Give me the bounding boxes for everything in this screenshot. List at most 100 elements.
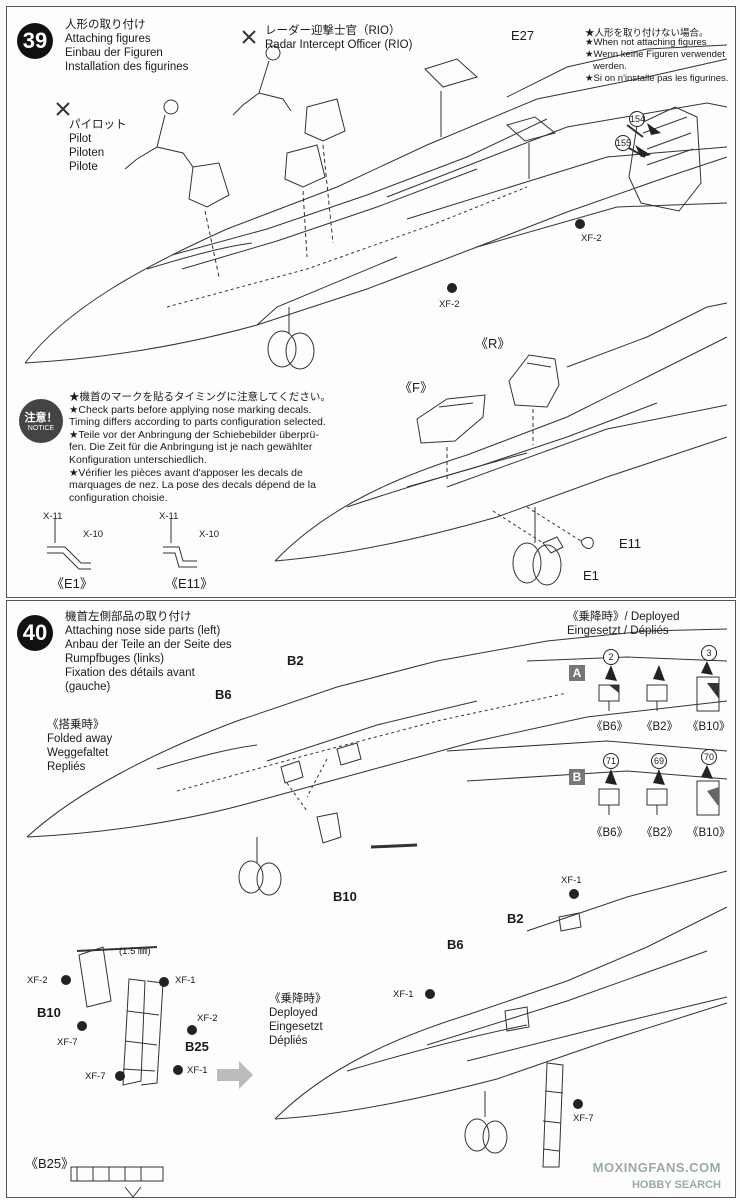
deployed-heading-1: 《乗降時》/ Deployed	[567, 611, 680, 623]
rio-label-jp: レーダー迎撃士官（RIO）	[265, 25, 401, 37]
decal-71: 71	[603, 753, 619, 769]
caption-e1: 《E1》	[51, 576, 93, 591]
canopy-r-label: 《R》	[475, 336, 511, 351]
paint-dot-icon	[425, 989, 435, 999]
paint-xf7-c: XF-7	[573, 1113, 594, 1124]
step-40-panel: 40 機首左側部品の取り付け Attaching nose side parts…	[6, 600, 736, 1198]
part-b10: B10	[333, 889, 357, 904]
decal-70: 70	[701, 749, 717, 765]
paint-dot-icon	[159, 977, 169, 987]
paint-xf1-d: XF-1	[393, 989, 414, 1000]
watermark-site: MOXINGFANS.COM	[592, 1160, 721, 1175]
deployed-label-en: Deployed	[269, 1007, 318, 1019]
paint-dot-icon	[575, 219, 585, 229]
no-figure-note-3: ★Wenn keine Figuren verwendet	[585, 49, 725, 60]
caption-b-b2: 《B2》	[641, 827, 679, 839]
step-40-illustration	[26, 628, 728, 1197]
notice-badge-en: NOTICE	[27, 425, 55, 432]
title-fr-1: Fixation des détails avant	[65, 667, 195, 679]
arrow-icon	[217, 1061, 253, 1089]
deployed-heading-2: Eingesetzt / Dépliés	[567, 625, 669, 637]
part-b2: B2	[287, 653, 304, 668]
caption-b-b6: 《B6》	[591, 827, 629, 839]
folded-label-de: Weggefaltet	[47, 747, 109, 759]
paint-x11-b: X-11	[159, 511, 179, 522]
no-figure-note-5: ★Si on n'installe pas les figurines.	[585, 73, 729, 84]
paint-x11-a: X-11	[43, 511, 63, 522]
rod-length: (1.5 ㎜)	[119, 946, 151, 957]
pilot-label-de: Piloten	[69, 147, 105, 159]
paint-xf2: XF-2	[27, 975, 48, 986]
pilot-label-en: Pilot	[69, 133, 92, 145]
folded-label-en: Folded away	[47, 733, 113, 745]
canopy-f-label: 《F》	[399, 380, 433, 395]
paint-xf7: XF-7	[57, 1037, 78, 1048]
no-figure-note-2: ★When not attaching figures	[585, 37, 707, 48]
title-jp: 機首左側部品の取り付け	[65, 611, 192, 623]
decal-155: 155	[615, 135, 631, 151]
notice-badge: 注意！ NOTICE	[19, 399, 63, 443]
paint-x10-b: X-10	[199, 529, 220, 540]
paint-dot-icon	[77, 1021, 87, 1031]
decal-2: 2	[603, 649, 619, 665]
pilot-label-fr: Pilote	[69, 161, 98, 173]
part-e1: E1	[583, 568, 599, 583]
caption-b-b10: 《B10》	[687, 827, 731, 839]
title-en: Attaching nose side parts (left)	[65, 625, 221, 637]
decal-3: 3	[701, 645, 717, 661]
part-e27: E27	[511, 28, 535, 43]
step-39-illustration	[24, 30, 728, 586]
part-b6-deployed: B6	[447, 937, 464, 952]
title-de-2: Rumpfbuges (links)	[65, 653, 165, 665]
paint-dot-icon	[573, 1099, 583, 1109]
notice-badge-jp: 注意！	[24, 412, 58, 424]
paint-dot-icon	[447, 283, 457, 293]
paint-dot-icon	[173, 1065, 183, 1075]
paint-x10-a: X-10	[83, 529, 104, 540]
title-fr-2: (gauche)	[65, 681, 111, 693]
title-de: Einbau der Figuren	[65, 47, 163, 59]
notice-line: ★機首のマークを貼るタイミングに注意してください。	[69, 391, 331, 403]
watermark-brand: HOBBY SEARCH	[631, 1179, 721, 1191]
paint-dot-icon	[187, 1025, 197, 1035]
title-fr: Installation des figurines	[65, 61, 189, 73]
paint-xf2-b: XF-2	[197, 1013, 218, 1024]
paint-xf1-c: XF-1	[561, 875, 582, 886]
title-jp: 人形の取り付け	[65, 19, 146, 31]
deployed-label-de: Eingesetzt	[269, 1021, 323, 1033]
step-number: 39	[17, 23, 53, 59]
notice-text: ★機首のマークを貼るタイミングに注意してください。 ★Check parts b…	[69, 391, 331, 504]
caption-e11: 《E11》	[165, 576, 214, 591]
notice-line: fen. Die Zeit für die Anbringung ist je …	[69, 441, 313, 454]
no-figure-note-4: werden.	[593, 61, 627, 72]
paint-xf7-b: XF-7	[85, 1071, 106, 1082]
pilot-label-jp: パイロット	[69, 119, 127, 131]
decal-154: 154	[629, 111, 645, 127]
arrow-icon	[647, 123, 661, 135]
part-b25: B25	[185, 1039, 209, 1054]
notice-line: marquages de nez. La pose des decals dép…	[69, 479, 316, 492]
rio-label-en: Radar Intercept Officer (RIO)	[265, 39, 413, 51]
folded-label-jp: 《搭乗時》	[47, 719, 105, 731]
notice-line: configuration choisie.	[69, 491, 168, 504]
step-39-panel: 39 人形の取り付け Attaching figures Einbau der …	[6, 6, 736, 598]
paint-xf2-b: XF-2	[439, 299, 460, 310]
paint-dot-icon	[569, 889, 579, 899]
caption-a-b6: 《B6》	[591, 721, 629, 733]
deployed-label-fr: Dépliés	[269, 1035, 308, 1047]
part-b6: B6	[215, 687, 232, 702]
notice-line: Konfiguration unterschiedlich.	[69, 453, 207, 466]
part-b10-ladder: B10	[37, 1005, 61, 1020]
title-en: Attaching figures	[65, 33, 151, 45]
deployed-label-jp: 《乗降時》	[269, 993, 327, 1005]
caption-a-b10: 《B10》	[687, 721, 731, 733]
paint-xf1-b: XF-1	[187, 1065, 208, 1076]
title-de-1: Anbau der Teile an der Seite des	[65, 639, 232, 651]
row-b-badge: B	[569, 769, 585, 785]
notice-line: ★Vérifier les pièces avant d'apposer les…	[69, 466, 303, 479]
part-b2-deployed: B2	[507, 911, 524, 926]
no-figure-note-1: ★人形を取り付けない場合。	[585, 28, 709, 39]
part-e11: E11	[619, 536, 642, 551]
notice-line: ★Teile vor der Anbringung der Schiebebil…	[69, 428, 319, 441]
step-number: 40	[17, 615, 53, 651]
